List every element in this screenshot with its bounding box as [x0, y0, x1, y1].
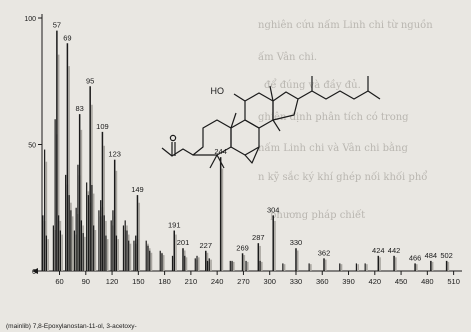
ring-d	[272, 91, 299, 121]
ring-a	[192, 119, 232, 156]
background-text-line: nấm Linh chi và Vân chi bằng	[258, 142, 408, 154]
x-tick-label: 300	[263, 277, 276, 286]
x-axis-arrow	[32, 268, 38, 274]
acetate-group	[161, 147, 194, 157]
hydroxyl-bond	[233, 93, 246, 102]
side-chain	[297, 90, 381, 100]
x-tick-label: 60	[55, 277, 63, 286]
x-tick-label: 510	[447, 277, 460, 286]
methyl-c4a	[209, 154, 218, 169]
x-tick-label: 90	[82, 277, 90, 286]
peak-label: 442	[388, 246, 401, 255]
background-text-line: ấm Vân chi.	[258, 52, 317, 63]
y-tick-label: 100	[24, 16, 36, 23]
methyl-c13	[269, 85, 274, 102]
x-tick-label: 180	[158, 277, 171, 286]
peak-label: 149	[131, 185, 144, 194]
peak-label: 287	[252, 233, 265, 242]
peak-label: 244	[214, 147, 227, 156]
hydroxyl-label: HO	[211, 86, 225, 96]
peak-label: 466	[409, 253, 422, 262]
peak-label: 57	[53, 21, 61, 30]
x-tick-label: 360	[316, 277, 329, 286]
x-tick-label: 450	[395, 277, 408, 286]
axis-ticks: 0 50 100 60 90 120 150 180 210 240 270 300 330 360 390…	[24, 16, 460, 286]
peak-label: 269	[236, 243, 249, 252]
epoxide-bridge	[244, 146, 260, 164]
x-tick-label: 390	[342, 277, 355, 286]
peak-label: 123	[108, 150, 121, 159]
peak-label: 502	[440, 251, 453, 260]
figure-caption: (mainlib) 7,8-Epoxylanostan-11-ol, 3-ace…	[6, 323, 137, 330]
y-tick-label: 0	[32, 269, 36, 276]
y-tick-label: 50	[28, 143, 36, 150]
peak-label: 227	[200, 241, 213, 250]
x-tick-label: 210	[185, 277, 198, 286]
peak-label: 191	[168, 221, 181, 230]
peak-label: 95	[86, 76, 94, 85]
background-text-line: ghiên định phân tích có trong	[258, 112, 409, 123]
x-tick-label: 480	[421, 277, 434, 286]
peak-label: 304	[267, 205, 280, 214]
x-tick-label: 120	[106, 277, 119, 286]
background-text-line: nghiên cứu nấm Linh chi từ nguồn	[258, 20, 433, 31]
background-text-layer: nghiên cứu nấm Linh chi từ nguồn ấm Vân …	[258, 20, 433, 221]
background-text-line: n kỹ sắc ký khí ghép nối khối phổ	[258, 171, 427, 183]
x-tick-label: 330	[290, 277, 303, 286]
background-spectrum-bars	[43, 54, 450, 271]
x-tick-label: 240	[211, 277, 224, 286]
spectrum-bars	[42, 30, 448, 271]
peak-label: 69	[63, 33, 71, 42]
peak-label: 201	[177, 238, 190, 247]
carbonyl-oxygen	[169, 134, 177, 142]
x-tick-label: 150	[132, 277, 145, 286]
background-text-line: phương pháp chiết	[270, 210, 365, 221]
peak-label: 484	[425, 251, 438, 260]
peak-label: 83	[75, 104, 83, 113]
peak-label: 330	[290, 238, 303, 247]
peak-label: 109	[96, 122, 109, 131]
methyl-c10	[230, 112, 237, 129]
peak-label: 362	[318, 248, 331, 257]
x-tick-label: 270	[237, 277, 250, 286]
x-tick-label: 420	[369, 277, 382, 286]
methyl-c14	[272, 119, 281, 132]
peak-label: 424	[372, 246, 385, 255]
